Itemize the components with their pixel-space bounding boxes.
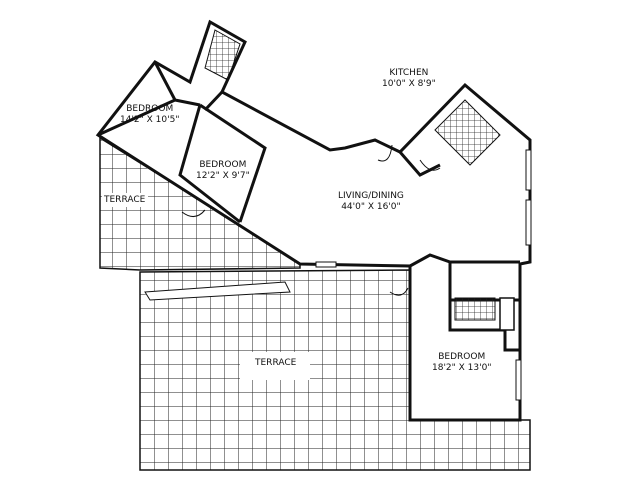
interior-walls <box>97 61 520 352</box>
door-swings <box>181 144 441 296</box>
terrace-wedge <box>144 281 291 301</box>
terrace-label-left: TERRACE <box>104 195 145 206</box>
room-name: LIVING/DINING <box>338 191 404 201</box>
bath-upper-tiles <box>204 29 241 81</box>
terrace-label-clear <box>240 352 310 380</box>
room-size: 10'0" X 8'9" <box>382 79 436 89</box>
terrace-label-lower: TERRACE <box>255 358 296 369</box>
room-size: 44'0" X 16'0" <box>341 202 401 212</box>
room-label-kitchen: KITCHEN 10'0" X 8'9" <box>382 68 436 90</box>
room-name: KITCHEN <box>389 68 429 78</box>
kitchen-tiles <box>434 99 501 166</box>
terrace-name: TERRACE <box>104 195 146 205</box>
windows <box>315 149 532 401</box>
room-name: BEDROOM <box>199 160 247 170</box>
room-label-bedroom-3: BEDROOM 18'2" X 13'0" <box>432 352 491 374</box>
room-size: 18'2" X 13'0" <box>432 363 492 373</box>
terrace-label-clear-2 <box>102 193 148 207</box>
room-label-bedroom-1: BEDROOM 14'2" X 10'5" <box>120 104 179 126</box>
bathtub <box>499 297 515 331</box>
room-label-bedroom-2: BEDROOM 12'2" X 9'7" <box>196 160 250 182</box>
room-size: 12'2" X 9'7" <box>196 171 250 181</box>
room-label-living-dining: LIVING/DINING 44'0" X 16'0" <box>338 191 404 213</box>
room-name: BEDROOM <box>438 352 486 362</box>
bath-lower-tiles <box>454 297 496 321</box>
room-size: 14'2" X 10'5" <box>120 115 180 125</box>
room-name: BEDROOM <box>126 104 174 114</box>
terrace-name: TERRACE <box>255 358 297 368</box>
